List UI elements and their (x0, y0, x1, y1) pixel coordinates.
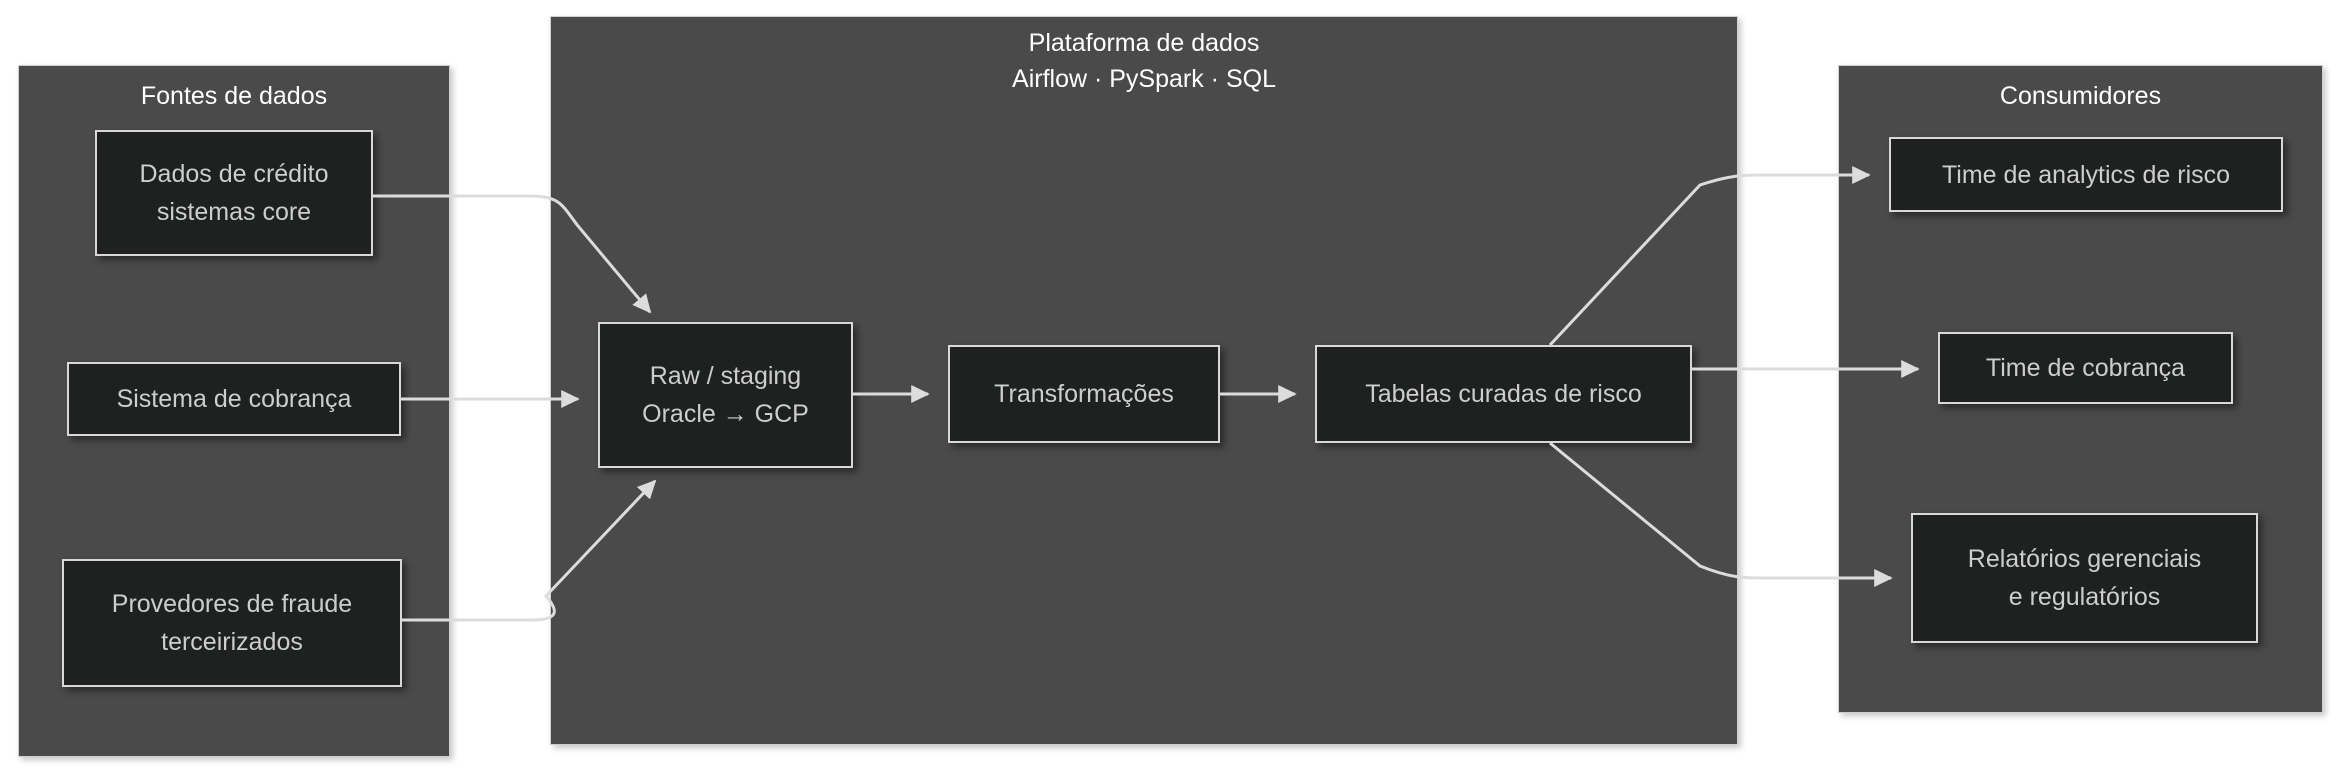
node-transformacoes[interactable]: Transformações (948, 345, 1220, 443)
node-provedores-de-fraude-label: Provedores de fraude terceirizados (111, 590, 353, 656)
panel-plataforma-subtitle: Airflow · PySpark · SQL (1012, 65, 1276, 93)
node-tabelas-curadas-de-risco[interactable]: Tabelas curadas de risco (1315, 345, 1692, 443)
node-tabelas-curadas-de-risco-label: Tabelas curadas de risco (1365, 380, 1642, 408)
node-relatorios-gerenciais-label: Relatórios gerenciais e regulatórios (1967, 545, 2202, 611)
node-dados-de-credito[interactable]: Dados de crédito sistemas core (95, 130, 373, 256)
panel-consumidores-title: Consumidores (1999, 82, 2162, 110)
panel-fontes-title: Fontes de dados (140, 82, 328, 110)
node-time-de-cobranca[interactable]: Time de cobrança (1938, 332, 2233, 404)
node-raw-staging-label: Raw / staging Oracle → GCP (642, 362, 809, 428)
node-time-de-analytics-de-risco[interactable]: Time de analytics de risco (1889, 137, 2283, 212)
node-dados-de-credito-label: Dados de crédito sistemas core (139, 160, 329, 226)
node-relatorios-gerenciais[interactable]: Relatórios gerenciais e regulatórios (1911, 513, 2258, 643)
node-sistema-de-cobranca-label: Sistema de cobrança (116, 385, 352, 413)
node-time-de-analytics-de-risco-label: Time de analytics de risco (1941, 160, 2231, 189)
node-provedores-de-fraude[interactable]: Provedores de fraude terceirizados (62, 559, 402, 687)
node-time-de-cobranca-label: Time de cobrança (1985, 354, 2186, 382)
node-transformacoes-label: Transformações (994, 380, 1174, 408)
panel-plataforma-title: Plataforma de dados (1028, 29, 1260, 57)
node-sistema-de-cobranca[interactable]: Sistema de cobrança (67, 362, 401, 436)
node-raw-staging[interactable]: Raw / staging Oracle → GCP (598, 322, 853, 468)
